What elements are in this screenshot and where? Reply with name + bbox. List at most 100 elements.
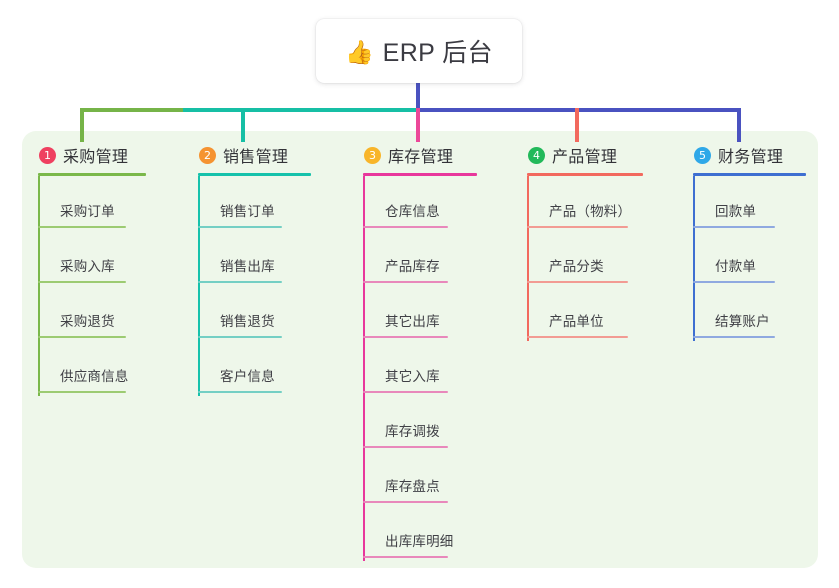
leaf-underline: [693, 336, 775, 338]
column-spine: [363, 176, 365, 561]
leaf-label: 产品（物料）: [549, 204, 632, 219]
bus-segment-blue: [416, 108, 741, 112]
column-4: 4 产品管理产品（物料） 产品分类产品单位: [527, 143, 643, 341]
leaf-item[interactable]: 出库库明细: [363, 506, 477, 561]
leaf-label: 采购入库: [60, 259, 115, 274]
column-3: 3 库存管理仓库信息产品库存其它出库其它入库库存调拨库存盘点出库库明细: [363, 143, 477, 561]
bus-segment-blue-2: [737, 108, 741, 112]
leaf-label: 库存调拨: [385, 424, 440, 439]
column-title: 产品管理: [552, 149, 618, 166]
leaf-item[interactable]: 库存盘点: [363, 451, 477, 506]
leaf-label: 供应商信息: [60, 369, 129, 384]
leaf-item[interactable]: 付款单: [693, 231, 806, 286]
column-header-1[interactable]: 1 采购管理: [38, 143, 146, 167]
leaf-underline: [363, 336, 448, 338]
column-underline: [38, 173, 146, 176]
leaf-underline: [527, 226, 628, 228]
leaf-underline: [527, 336, 628, 338]
leaf-label: 仓库信息: [385, 204, 440, 219]
leaf-underline: [198, 336, 282, 338]
column-title: 销售管理: [223, 149, 289, 166]
leaf-item[interactable]: 销售退货: [198, 286, 311, 341]
leaf-item[interactable]: 其它入库: [363, 341, 477, 396]
leaf-item[interactable]: 产品分类: [527, 231, 643, 286]
bus-segment-teal: [183, 108, 418, 112]
leaf-underline: [198, 226, 282, 228]
column-spine: [527, 176, 529, 341]
leaf-list: 回款单付款单结算账户: [693, 176, 806, 341]
column-2: 2 销售管理销售订单销售出库销售退货客户信息: [198, 143, 311, 396]
column-underline: [198, 173, 311, 176]
leaf-underline: [38, 226, 126, 228]
leaf-item[interactable]: 回款单: [693, 176, 806, 231]
root-node[interactable]: 👍 ERP 后台: [316, 19, 522, 83]
leaf-label: 结算账户: [715, 314, 770, 329]
root-title: ERP 后台: [382, 39, 493, 67]
leaf-item[interactable]: 库存调拨: [363, 396, 477, 451]
leaf-underline: [527, 281, 628, 283]
leaf-label: 付款单: [715, 259, 757, 274]
leaf-label: 产品分类: [549, 259, 604, 274]
column-underline: [693, 173, 806, 176]
leaf-item[interactable]: 销售出库: [198, 231, 311, 286]
leaf-label: 出库库明细: [385, 534, 454, 549]
leaf-item[interactable]: 仓库信息: [363, 176, 477, 231]
leaf-item[interactable]: 采购入库: [38, 231, 146, 286]
leaf-label: 销售订单: [220, 204, 275, 219]
column-header-2[interactable]: 2 销售管理: [198, 143, 311, 167]
column-badge-1: 1: [39, 146, 56, 164]
leaf-underline: [198, 281, 282, 283]
leaf-label: 采购退货: [60, 314, 115, 329]
column-underline: [527, 173, 643, 176]
leaf-item[interactable]: 采购订单: [38, 176, 146, 231]
leaf-label: 采购订单: [60, 204, 115, 219]
column-underline: [363, 173, 477, 176]
leaf-underline: [363, 501, 448, 503]
leaf-list: 采购订单采购入库采购退货供应商信息: [38, 176, 146, 396]
leaf-underline: [693, 226, 775, 228]
leaf-label: 其它入库: [385, 369, 440, 384]
column-title: 采购管理: [63, 149, 129, 166]
column-badge-2: 2: [199, 146, 216, 164]
leaf-item[interactable]: 供应商信息: [38, 341, 146, 396]
leaf-item[interactable]: 产品单位: [527, 286, 643, 341]
leaf-list: 仓库信息产品库存其它出库其它入库库存调拨库存盘点出库库明细: [363, 176, 477, 561]
leaf-item[interactable]: 客户信息: [198, 341, 311, 396]
leaf-underline: [198, 391, 282, 393]
column-badge-3: 3: [364, 146, 381, 164]
column-badge-4: 4: [528, 146, 545, 164]
leaf-list: 产品（物料） 产品分类产品单位: [527, 176, 643, 341]
leaf-item[interactable]: 销售订单: [198, 176, 311, 231]
column-title: 库存管理: [388, 149, 454, 166]
leaf-item[interactable]: 其它出库: [363, 286, 477, 341]
leaf-label: 产品单位: [549, 314, 604, 329]
column-spine: [693, 176, 695, 341]
leaf-label: 销售出库: [220, 259, 275, 274]
column-spine: [38, 176, 40, 396]
leaf-label: 其它出库: [385, 314, 440, 329]
column-header-4[interactable]: 4 产品管理: [527, 143, 643, 167]
leaf-underline: [363, 281, 448, 283]
column-header-3[interactable]: 3 库存管理: [363, 143, 477, 167]
leaf-underline: [363, 446, 448, 448]
leaf-item[interactable]: 采购退货: [38, 286, 146, 341]
leaf-label: 回款单: [715, 204, 757, 219]
diagram-panel: [22, 131, 818, 568]
leaf-label: 客户信息: [220, 369, 275, 384]
leaf-underline: [38, 336, 126, 338]
column-1: 1 采购管理采购订单采购入库采购退货供应商信息: [38, 143, 146, 396]
leaf-label: 库存盘点: [385, 479, 440, 494]
leaf-item[interactable]: 产品库存: [363, 231, 477, 286]
leaf-label: 销售退货: [220, 314, 275, 329]
leaf-underline: [363, 556, 448, 558]
column-spine: [198, 176, 200, 396]
leaf-underline: [363, 226, 448, 228]
bus-segment-green: [80, 108, 185, 112]
leaf-item[interactable]: 结算账户: [693, 286, 806, 341]
leaf-item[interactable]: 产品（物料）: [527, 176, 643, 231]
column-badge-5: 5: [694, 146, 711, 164]
leaf-underline: [38, 391, 126, 393]
